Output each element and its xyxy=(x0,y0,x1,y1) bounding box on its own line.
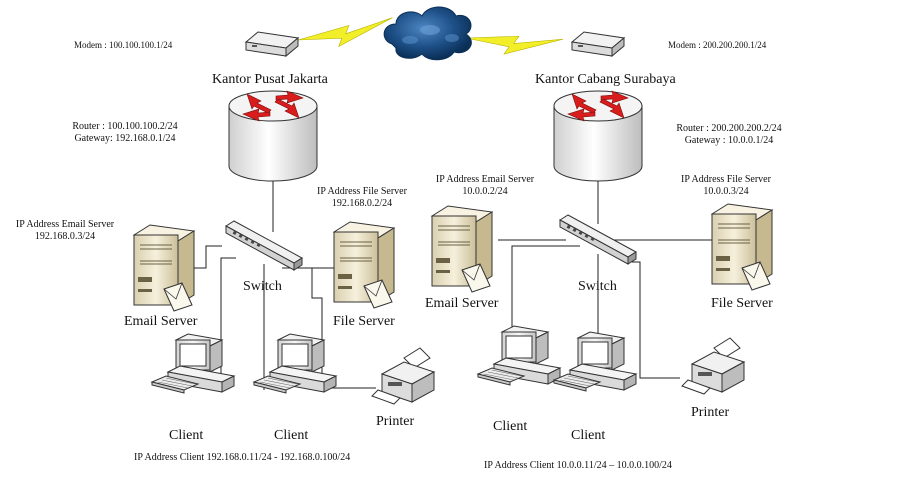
file-server-ip-title: IP Address File Server xyxy=(317,186,407,197)
file-server-ip-info: IP Address File Server 192.168.0.2/24 xyxy=(306,186,418,210)
server-icon xyxy=(133,224,195,312)
client-ip-range: IP Address Client 192.168.0.11/24 - 192.… xyxy=(134,452,351,463)
client-label: Client xyxy=(169,428,204,443)
server-icon xyxy=(333,221,395,309)
office-name: Kantor Cabang Surabaya xyxy=(535,72,676,87)
email-server-ip-info: IP Address Email Server 10.0.0.2/24 xyxy=(424,174,546,198)
client-label: Client xyxy=(274,428,309,443)
printer-icon xyxy=(371,347,435,405)
router-icon xyxy=(553,90,643,182)
printer-icon xyxy=(681,337,745,395)
printer-label: Printer xyxy=(691,405,730,420)
email-server-ip-info: IP Address Email Server 192.168.0.3/24 xyxy=(5,219,125,243)
router-info: Router : 100.100.100.2/24 Gateway: 192.1… xyxy=(60,121,190,145)
switch-label: Switch xyxy=(578,279,617,294)
printer-label: Printer xyxy=(376,414,415,429)
file-server-label: File Server xyxy=(333,314,395,329)
client-pc-icon xyxy=(553,331,637,392)
client-label: Client xyxy=(571,428,606,443)
client-pc-icon xyxy=(253,333,337,394)
modem-label: Modem : 200.200.200.1/24 xyxy=(668,40,767,50)
email-server-ip-title: IP Address Email Server xyxy=(435,174,535,185)
wan-link xyxy=(296,6,564,64)
router-gateway: Gateway: 192.168.0.1/24 xyxy=(74,133,176,144)
switch-icon xyxy=(225,220,303,271)
server-icon xyxy=(431,205,493,293)
email-server-label: Email Server xyxy=(124,314,198,329)
file-server-ip-value: 192.168.0.2/24 xyxy=(331,198,393,209)
router-gateway: Gateway : 10.0.0.1/24 xyxy=(684,135,774,146)
file-server-ip-value: 10.0.0.3/24 xyxy=(703,186,749,197)
router-address: Router : 200.200.200.2/24 xyxy=(676,123,782,134)
file-server-ip-info: IP Address File Server 10.0.0.3/24 xyxy=(670,174,782,198)
wires xyxy=(192,180,716,390)
email-server-ip-value: 192.168.0.3/24 xyxy=(34,231,96,242)
email-server-ip-value: 10.0.0.2/24 xyxy=(462,186,508,197)
switch-label: Switch xyxy=(243,279,282,294)
office-name: Kantor Pusat Jakarta xyxy=(212,72,328,87)
email-server-label: Email Server xyxy=(425,296,499,311)
client-pc-icon xyxy=(151,333,235,394)
router-icon xyxy=(228,90,318,182)
router-address: Router : 100.100.100.2/24 xyxy=(72,121,178,132)
email-server-ip-title: IP Address Email Server xyxy=(15,219,115,230)
modem-icon xyxy=(571,31,625,57)
client-pc-icon xyxy=(477,325,561,386)
cloud-icon xyxy=(383,6,472,61)
client-ip-range: IP Address Client 10.0.0.11/24 – 10.0.0.… xyxy=(484,460,672,471)
modem-label: Modem : 100.100.100.1/24 xyxy=(74,40,173,50)
router-info: Router : 200.200.200.2/24 Gateway : 10.0… xyxy=(666,123,792,147)
file-server-label: File Server xyxy=(711,296,773,311)
client-label: Client xyxy=(493,419,528,434)
modem-icon xyxy=(245,31,299,57)
server-icon xyxy=(711,203,773,291)
file-server-ip-title: IP Address File Server xyxy=(681,174,771,185)
